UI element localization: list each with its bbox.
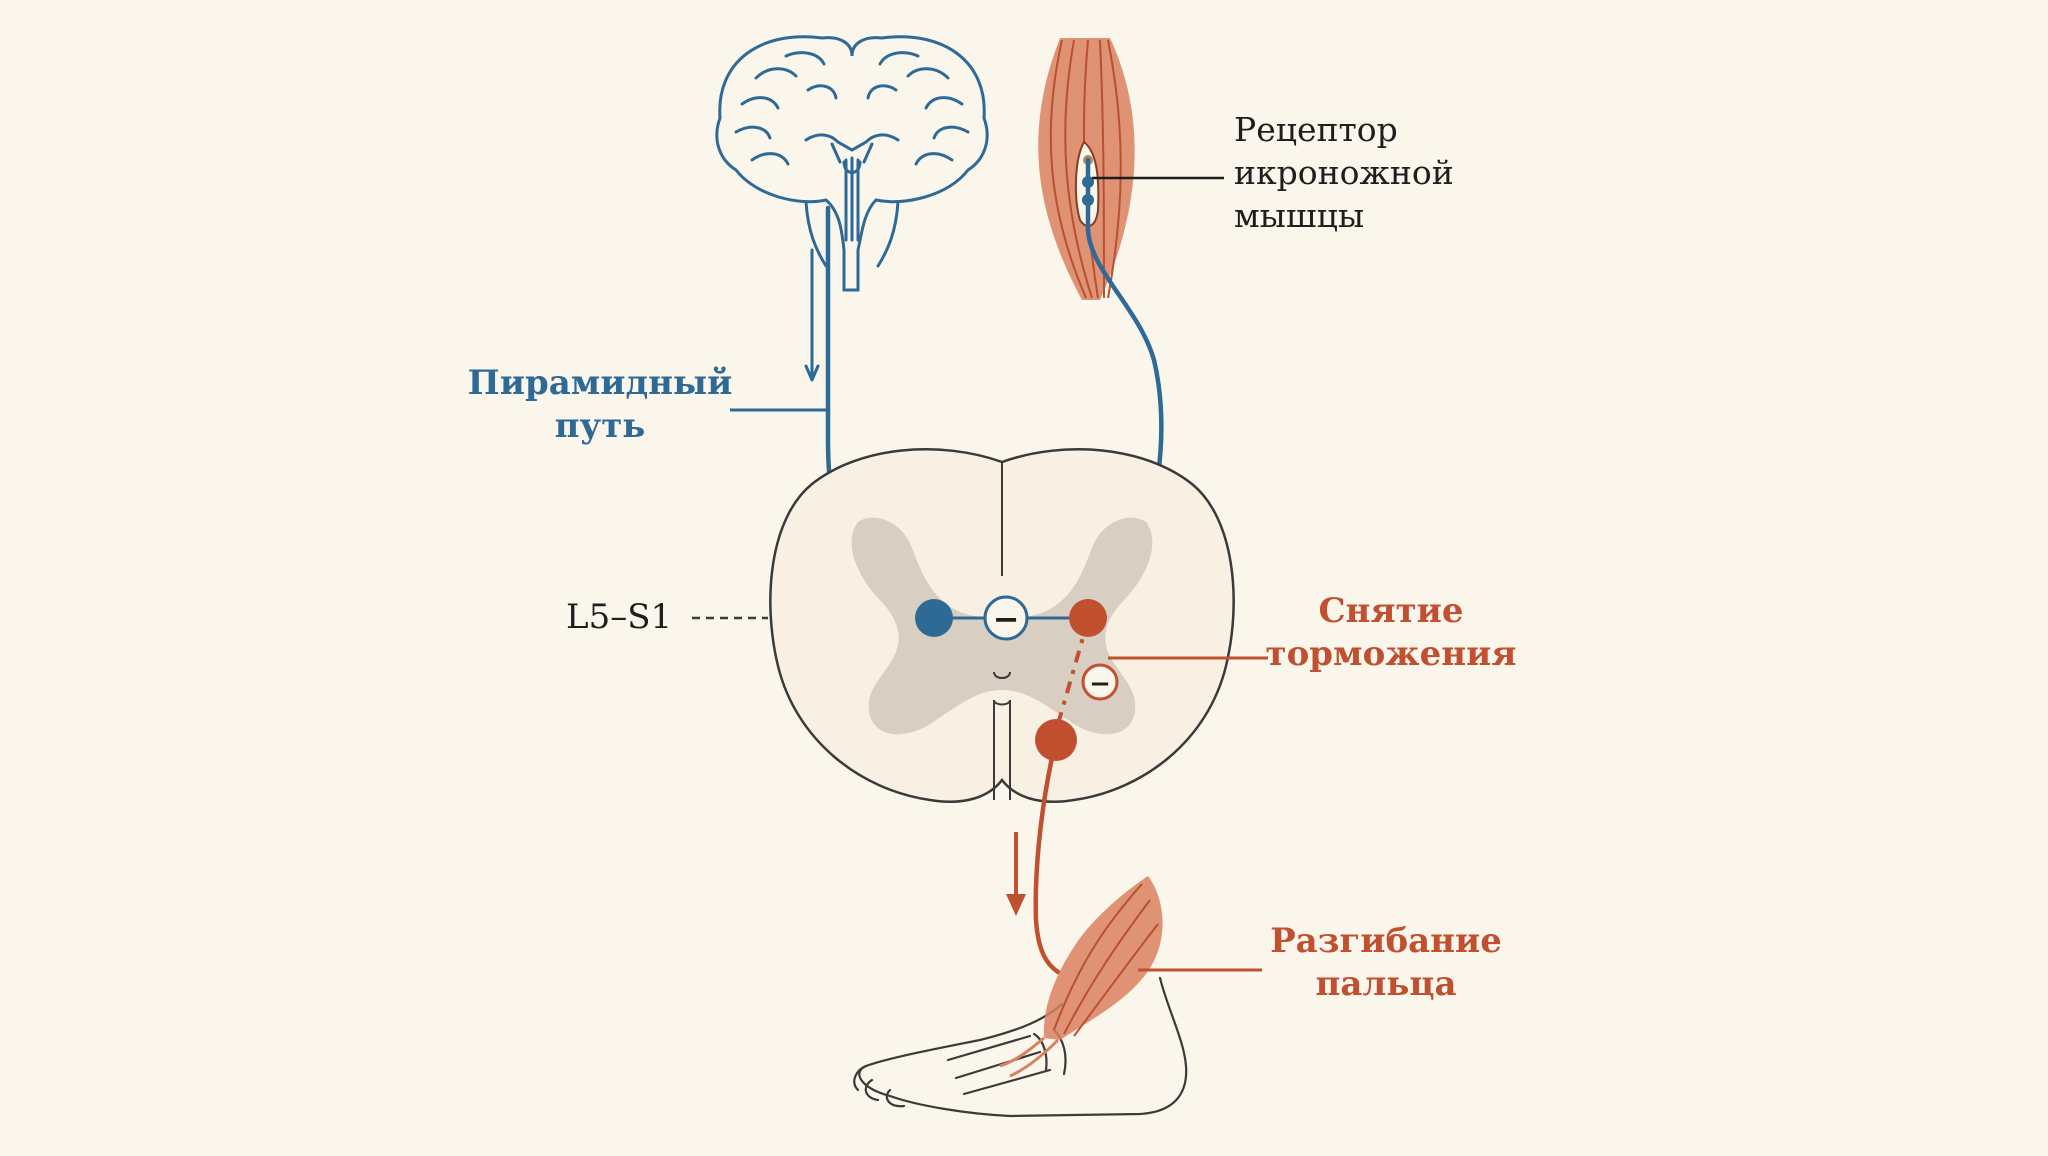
down-arrow-icon	[1006, 832, 1026, 916]
receptor-label-line-2: икроножной	[1234, 153, 1454, 192]
foot-illustration	[853, 976, 1188, 1118]
inhibitory-sign-red: −	[1089, 669, 1111, 699]
disinhibition-label-line-1: Снятие	[1318, 591, 1464, 631]
pyramidal-neuron	[915, 599, 953, 637]
spinal-level-label: L5–S1	[566, 597, 673, 637]
receptor-label-line-3: мышцы	[1234, 196, 1365, 235]
pyramidal-tract-label: Пирамидный путь	[450, 362, 750, 448]
toe-extension-label-line-2: пальца	[1315, 964, 1457, 1004]
inhibitory-sign-blue: −	[993, 600, 1020, 638]
pyramidal-tract-label-line-2: путь	[554, 406, 646, 446]
disinhibition-label: Снятие торможения	[1256, 590, 1526, 676]
extensor-muscle	[999, 876, 1163, 1078]
inhibitory-interneuron-blue	[983, 595, 1029, 641]
toe-extension-label-line-1: Разгибание	[1270, 921, 1502, 961]
motor-neuron-upper	[1069, 599, 1107, 637]
receptor-label: Рецептор икроножной мышцы	[1234, 108, 1494, 237]
pyramidal-tract-label-line-1: Пирамидный	[467, 363, 733, 403]
brain-illustration	[715, 35, 989, 382]
receptor-label-line-1: Рецептор	[1234, 110, 1398, 149]
disinhibition-label-line-2: торможения	[1265, 634, 1517, 674]
inhibitory-interneuron-red	[1081, 663, 1119, 701]
disinhibition-path	[1052, 619, 1090, 739]
toe-extension-label: Разгибание пальца	[1256, 920, 1516, 1006]
efferent-fiber	[1033, 737, 1061, 975]
